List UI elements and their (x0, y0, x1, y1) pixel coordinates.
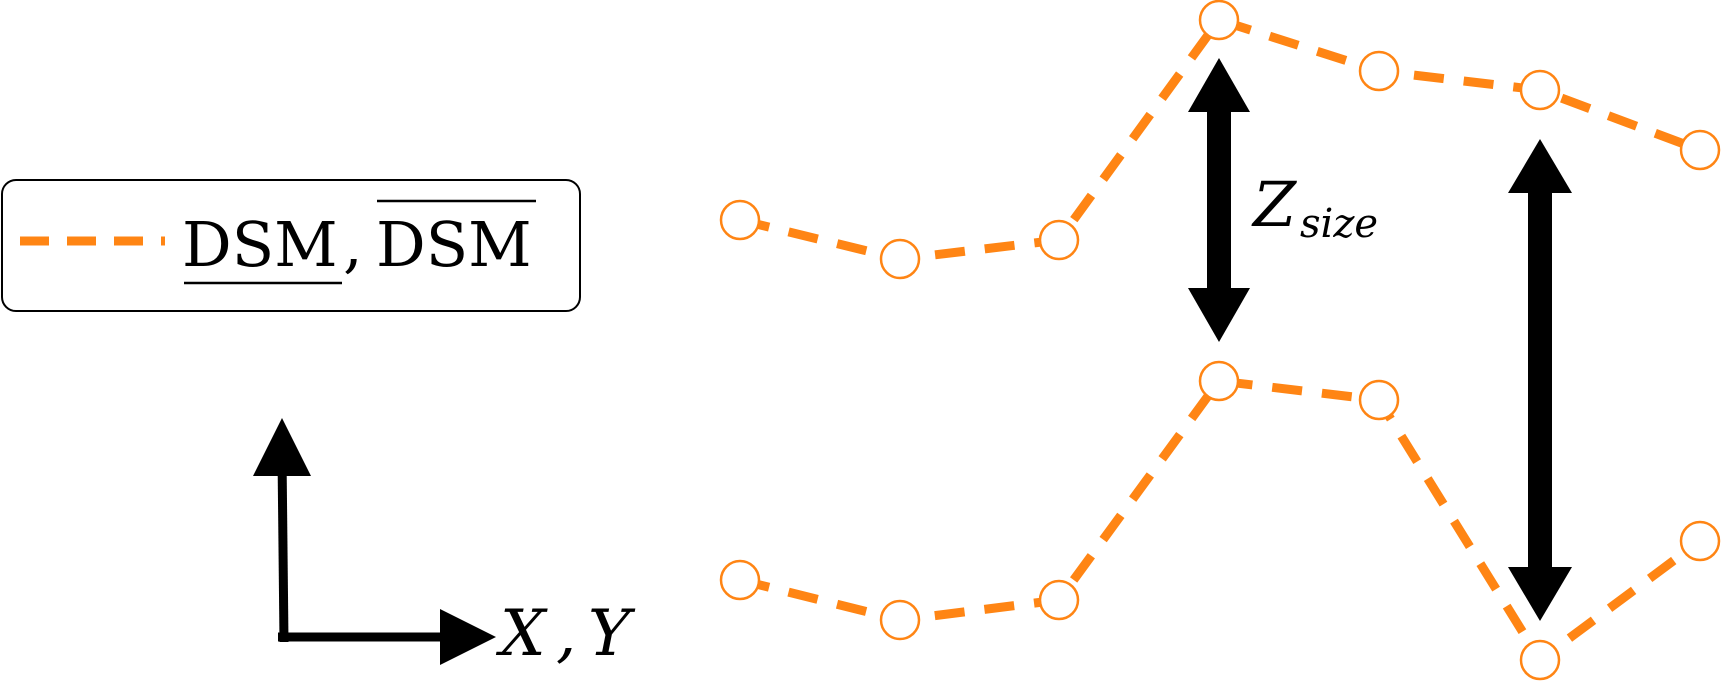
axis-label-sep: , (556, 597, 576, 671)
z-size-arrow-shaft (1207, 105, 1231, 295)
lower-series (719, 360, 1721, 681)
right-arrow-head-bottom (1508, 567, 1572, 621)
lower-point (1358, 379, 1400, 421)
legend-frame (1, 179, 581, 312)
axes-indicator: X , Y (253, 418, 636, 671)
lower-point (1038, 579, 1080, 621)
lower-point (1519, 639, 1561, 681)
upper-series (719, 0, 1721, 280)
upper-point (1679, 129, 1721, 171)
lower-point (1198, 360, 1240, 402)
legend-label-overlined: DSM (376, 208, 532, 281)
axis-horizontal-arrowhead (440, 609, 496, 665)
right-arrow (1508, 139, 1572, 621)
upper-point (1358, 50, 1400, 92)
z-size-main: Z (1251, 168, 1297, 241)
legend-label-underlined: DSM (182, 208, 338, 281)
legend: DSM , DSM (1, 179, 581, 312)
lower-point (879, 599, 921, 641)
z-size-arrow-head-bottom (1188, 288, 1250, 342)
z-size-arrow (1188, 58, 1250, 342)
right-arrow-shaft (1528, 185, 1552, 578)
z-size-subscript: size (1300, 201, 1378, 247)
axis-label-y: Y (588, 597, 636, 671)
lower-point (1679, 520, 1721, 562)
axis-vertical-arrowhead (253, 418, 311, 476)
right-arrow-head-top (1508, 139, 1572, 193)
upper-point (1198, 0, 1240, 41)
legend-separator: , (343, 208, 363, 281)
upper-point (719, 199, 761, 241)
lower-point (719, 559, 761, 601)
upper-point (1519, 69, 1561, 111)
upper-point (879, 238, 921, 280)
upper-point (1038, 219, 1080, 261)
z-size-arrow-head-top (1188, 58, 1250, 112)
axis-label-x: X (495, 597, 548, 671)
z-size-label: Z size (1251, 168, 1378, 247)
axis-vertical-line (277, 454, 289, 643)
